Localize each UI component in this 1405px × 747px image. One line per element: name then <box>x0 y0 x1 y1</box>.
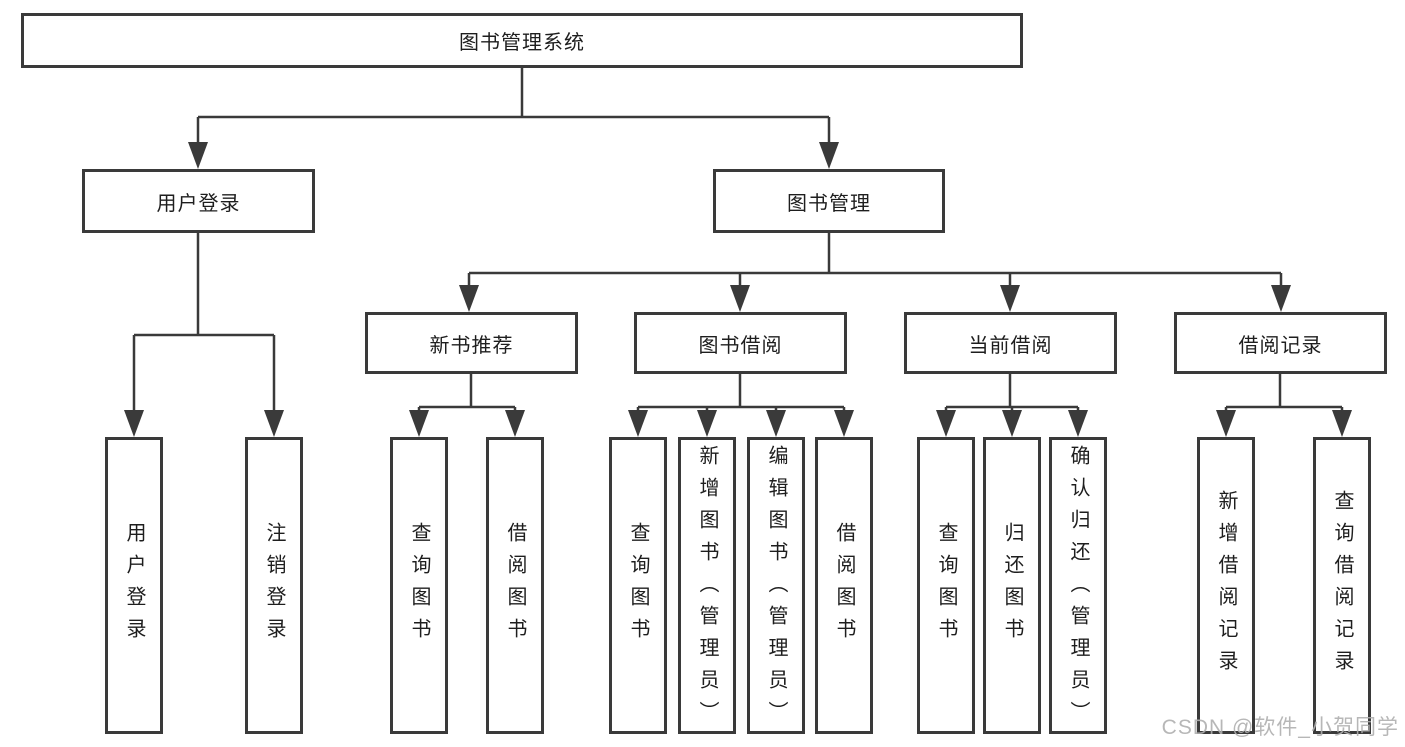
leaf-user-login: 用户登录 <box>105 437 163 734</box>
node-user-login: 用户登录 <box>82 169 315 233</box>
node-label: 新增图书（管理员） <box>696 445 718 733</box>
leaf-query-borrow-record: 查询借阅记录 <box>1313 437 1371 734</box>
leaf-query-books: 查询图书 <box>390 437 448 734</box>
node-label: 注销登录 <box>263 521 285 650</box>
node-label: 借阅记录 <box>1238 334 1323 357</box>
arrowheads <box>124 142 1352 437</box>
leaf-return-books: 归还图书 <box>983 437 1041 734</box>
leaf-confirm-return-admin: 确认归还（管理员） <box>1049 437 1107 734</box>
node-current-borrow: 当前借阅 <box>904 312 1117 374</box>
node-label: 确认归还（管理员） <box>1067 445 1089 733</box>
node-label: 借阅图书 <box>833 521 855 650</box>
node-label: 图书管理 <box>787 192 871 215</box>
leaf-borrow-books: 借阅图书 <box>815 437 873 734</box>
leaf-borrow-books: 借阅图书 <box>486 437 544 734</box>
node-library-management-system: 图书管理系统 <box>21 13 1023 68</box>
node-label: 当前借阅 <box>968 334 1053 357</box>
node-label: 借阅图书 <box>504 521 526 650</box>
node-label: 图书管理系统 <box>459 32 585 54</box>
node-borrow-records: 借阅记录 <box>1174 312 1387 374</box>
leaf-query-books: 查询图书 <box>609 437 667 734</box>
node-label: 归还图书 <box>1001 521 1023 650</box>
leaf-add-book-admin: 新增图书（管理员） <box>678 437 736 734</box>
node-label: 查询借阅记录 <box>1331 489 1353 682</box>
node-label: 新增借阅记录 <box>1215 489 1237 682</box>
node-new-book-recommend: 新书推荐 <box>365 312 578 374</box>
leaf-query-books: 查询图书 <box>917 437 975 734</box>
node-label: 查询图书 <box>627 521 649 650</box>
csdn-watermark: CSDN @软件_小贺同学 <box>1161 716 1399 739</box>
leaf-add-borrow-record: 新增借阅记录 <box>1197 437 1255 734</box>
node-label: 查询图书 <box>935 521 957 650</box>
node-book-management: 图书管理 <box>713 169 945 233</box>
node-label: 新书推荐 <box>429 334 514 357</box>
node-label: 查询图书 <box>408 521 430 650</box>
node-label: 用户登录 <box>123 521 145 650</box>
node-label: 用户登录 <box>156 192 241 215</box>
node-label: 编辑图书（管理员） <box>765 445 787 733</box>
leaf-edit-book-admin: 编辑图书（管理员） <box>747 437 805 734</box>
leaf-logout: 注销登录 <box>245 437 303 734</box>
node-book-borrow: 图书借阅 <box>634 312 847 374</box>
node-label: 图书借阅 <box>698 334 783 357</box>
